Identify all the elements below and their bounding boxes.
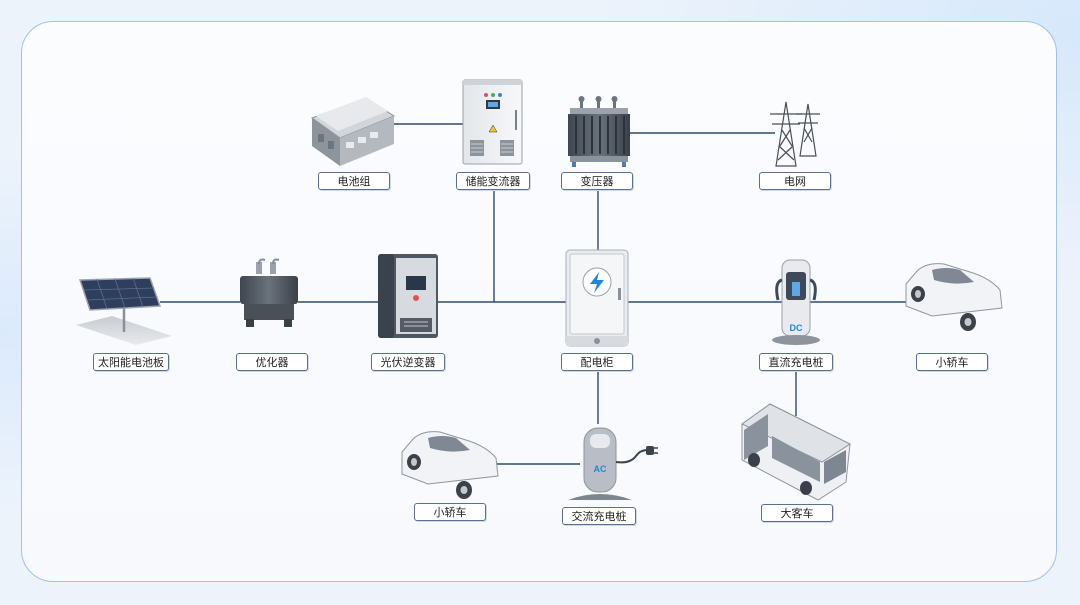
- ac-text: AC: [594, 464, 607, 474]
- label-car-bottom: 小轿车: [414, 503, 486, 521]
- dc-charger-icon: DC: [772, 259, 820, 345]
- label-storage-converter: 储能变流器: [456, 172, 530, 190]
- car-right-icon: [905, 263, 1003, 331]
- distribution-cabinet-icon: [565, 249, 629, 347]
- label-battery-pack: 电池组: [318, 172, 390, 190]
- label-optimizer: 优化器: [236, 353, 308, 371]
- label-ac-charger: 交流充电桩: [562, 507, 636, 525]
- connection-lines: [160, 123, 920, 465]
- car-bottom-icon: [401, 431, 499, 499]
- ac-charger-icon: AC: [568, 427, 658, 500]
- label-car-right: 小轿车: [916, 353, 988, 371]
- label-pv-inverter: 光伏逆变器: [371, 353, 445, 371]
- transformer-icon: [568, 96, 630, 167]
- grid-pylon-icon: [770, 101, 820, 167]
- label-grid: 电网: [759, 172, 831, 190]
- label-distribution-cabinet: 配电柜: [561, 353, 633, 371]
- battery-pack-icon: [310, 97, 396, 166]
- dc-text: DC: [790, 323, 803, 333]
- optimizer-icon: [240, 258, 298, 327]
- pv-inverter-icon: [378, 254, 438, 338]
- storage-converter-icon: [462, 79, 523, 165]
- label-solar-panel: 太阳能电池板: [93, 353, 169, 371]
- bus-icon: [741, 403, 852, 501]
- label-transformer: 变压器: [561, 172, 633, 190]
- solar-panel-icon: [76, 277, 172, 345]
- label-bus: 大客车: [761, 504, 833, 522]
- label-dc-charger: 直流充电桩: [759, 353, 833, 371]
